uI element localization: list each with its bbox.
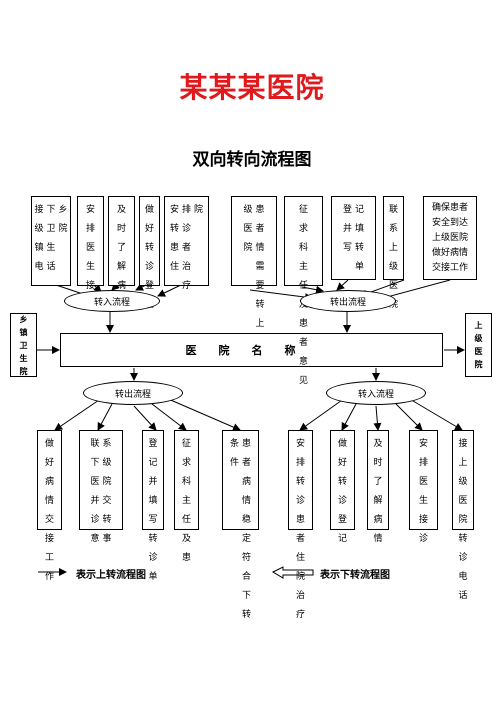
side-label-char: 镇 bbox=[19, 326, 28, 337]
hospital-title: 某某某医院 bbox=[179, 71, 325, 104]
box-column: 记填转单 bbox=[355, 205, 365, 272]
side-label-char: 医 bbox=[474, 346, 483, 356]
top-box-9: 联系上级医院 bbox=[383, 196, 404, 310]
bottom-box-3: 登记并填写转诊单 bbox=[142, 430, 164, 582]
top-box-7: 征求科主任及患者意见 bbox=[284, 196, 323, 386]
side-label-char: 院 bbox=[474, 359, 483, 369]
hospital-name-bar: 医院名称 bbox=[60, 333, 443, 367]
bottom-box-2: 联下医并诊意系级院交转事 bbox=[79, 430, 123, 544]
bottom-box-6: 安排转诊患者住院治疗 bbox=[288, 430, 313, 620]
box-column: 级医院 bbox=[243, 205, 253, 253]
side-label-char: 乡 bbox=[19, 313, 28, 324]
box-column: 及时了解病情 bbox=[373, 439, 383, 544]
bottom-box-10: 接上级医院转诊电话 bbox=[452, 430, 474, 601]
box-column: 排诊者治疗 bbox=[181, 205, 191, 291]
box-column: 联下医并诊意 bbox=[90, 439, 100, 544]
box-column: 安排医生接诊 bbox=[418, 439, 428, 544]
box-column: 下卫生话 bbox=[46, 205, 56, 272]
top-box-10: 确保患者安全到达上级医院做好病情交接工作 bbox=[423, 196, 477, 280]
box-column: 乡院 bbox=[58, 205, 68, 234]
legend-up-transfer: 表示上转流程图 bbox=[76, 570, 146, 581]
box-column: 条件 bbox=[229, 439, 239, 468]
side-label-char: 上 bbox=[474, 320, 483, 330]
box-column: 征求科主任及患者意见 bbox=[298, 205, 308, 386]
box-column: 联系上级医院 bbox=[388, 205, 398, 310]
box-column: 安转患住 bbox=[169, 205, 179, 272]
box-column: 做好转诊登记 bbox=[337, 439, 347, 544]
legend-down-transfer: 表示下转流程图 bbox=[320, 570, 390, 581]
box-column: 接上级医院转诊电话 bbox=[458, 439, 468, 601]
box-column: 院 bbox=[194, 205, 204, 215]
box-column: 患者病情稳定符合下转 bbox=[242, 439, 252, 620]
transfer-in-oval-top: 转入流程 bbox=[64, 290, 160, 312]
box-line: 安全到达 bbox=[431, 218, 468, 228]
box-column: 做好病情交接工作 bbox=[44, 439, 54, 582]
side-label-char: 生 bbox=[19, 352, 28, 363]
box-column: 患者情需要转上 bbox=[255, 205, 265, 329]
bottom-box-5: 条件患者病情稳定符合下转 bbox=[222, 430, 259, 620]
township-health-center: 乡镇卫生院 bbox=[10, 313, 37, 377]
bottom-box-4: 征求科主任及患 bbox=[174, 430, 199, 563]
box-column: 登并写 bbox=[342, 205, 352, 253]
box-column: 征求科主任及患 bbox=[181, 439, 191, 563]
side-label-char: 级 bbox=[474, 333, 483, 343]
transfer-out-oval-top: 转出流程 bbox=[300, 290, 396, 312]
top-box-6: 级医院患者情需要转上 bbox=[231, 196, 277, 329]
bottom-box-7: 做好转诊登记 bbox=[330, 430, 355, 544]
box-column: 系级院交转事 bbox=[102, 439, 112, 544]
top-box-1: 接级镇电下卫生话乡院 bbox=[31, 196, 71, 286]
side-label-char: 院 bbox=[19, 365, 28, 376]
box-column: 接级镇电 bbox=[34, 205, 44, 272]
box-column: 安排转诊患者住院治疗 bbox=[295, 439, 305, 620]
box-line: 做好病情 bbox=[431, 248, 468, 258]
flowchart-subtitle: 双向转向流程图 bbox=[192, 150, 312, 170]
transfer-out-oval-bottom: 转出流程 bbox=[83, 381, 183, 405]
bottom-box-8: 及时了解病情 bbox=[367, 430, 389, 544]
superior-hospital: 上级医院 bbox=[465, 313, 492, 377]
top-box-5: 安转患住排诊者治疗院 bbox=[164, 196, 209, 291]
top-box-8: 登并写记填转单 bbox=[331, 196, 376, 280]
bottom-box-9: 安排医生接诊 bbox=[409, 430, 438, 544]
box-line: 上级医院 bbox=[431, 233, 468, 243]
box-line: 交接工作 bbox=[431, 263, 468, 273]
box-line: 确保患者 bbox=[431, 203, 468, 213]
side-label-char: 卫 bbox=[19, 339, 28, 350]
transfer-in-oval-bottom: 转入流程 bbox=[326, 381, 426, 405]
bottom-box-1: 做好病情交接工作 bbox=[37, 430, 62, 582]
box-column: 登记并填写转诊单 bbox=[148, 439, 158, 582]
